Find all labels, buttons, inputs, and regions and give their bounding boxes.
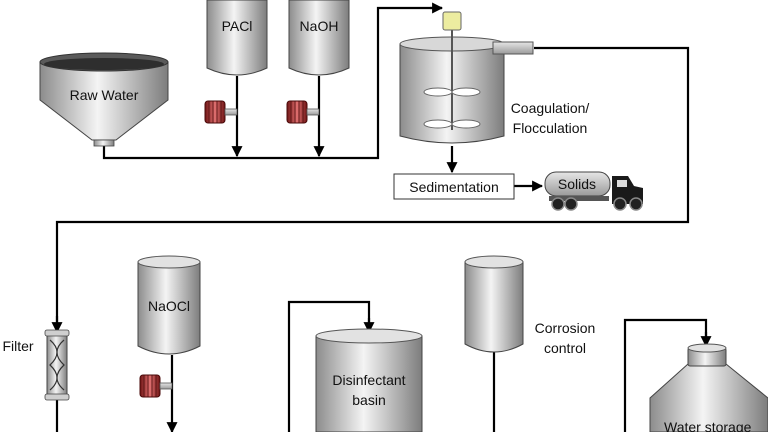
corrosion-label-line2: control xyxy=(544,340,586,356)
solids-label: Solids xyxy=(558,176,596,192)
naocl-tank: NaOCl xyxy=(137,255,201,355)
sedimentation-box: Sedimentation xyxy=(393,173,515,200)
impeller-blade xyxy=(423,87,453,97)
truck-wheel xyxy=(564,197,578,211)
overflow-to-filter-line xyxy=(55,46,690,332)
disinfectant-basin: Disinfectant basin xyxy=(315,328,423,432)
raw-water-label: Raw Water xyxy=(70,87,139,103)
naoh-label: NaOH xyxy=(300,18,339,34)
truck-wheel xyxy=(629,197,643,211)
coagulation-label-line2: Flocculation xyxy=(513,120,588,136)
water-storage-tank: Water storage xyxy=(649,343,768,432)
pacl-dosing-pump xyxy=(204,100,238,124)
impeller-blade xyxy=(451,119,481,129)
coagulation-label-line1: Coagulation/ xyxy=(511,100,590,116)
corrosion-control-tank xyxy=(464,255,524,353)
impeller-blade xyxy=(451,87,481,97)
naocl-label: NaOCl xyxy=(148,298,190,314)
water-storage-label: Water storage xyxy=(664,419,752,432)
disinfectant-label-line2: basin xyxy=(352,392,385,408)
truck-wheel xyxy=(551,197,565,211)
solids-truck: Solids xyxy=(544,171,643,211)
filter-label: Filter xyxy=(2,338,33,354)
naocl-dosing-pump xyxy=(139,374,173,398)
naoh-dosing-pump xyxy=(286,100,320,124)
truck-wheel xyxy=(613,197,627,211)
naoh-tank: NaOH xyxy=(288,0,350,76)
mixer-motor xyxy=(442,11,462,31)
impeller-blade xyxy=(423,119,453,129)
pacl-label: PACl xyxy=(222,18,253,34)
disinfectant-inlet-line xyxy=(287,300,371,432)
flow-lines xyxy=(51,2,712,432)
overflow-weir xyxy=(492,41,534,55)
filter-unit xyxy=(44,329,70,401)
corrosion-label-line1: Corrosion xyxy=(535,320,596,336)
raw-water-flow-line xyxy=(102,6,442,160)
pacl-tank: PACl xyxy=(206,0,268,76)
coagulation-tank xyxy=(399,11,534,144)
disinfectant-label-line1: Disinfectant xyxy=(332,372,405,388)
sedimentation-label: Sedimentation xyxy=(409,179,499,195)
raw-water-tank: Raw Water xyxy=(39,52,169,147)
